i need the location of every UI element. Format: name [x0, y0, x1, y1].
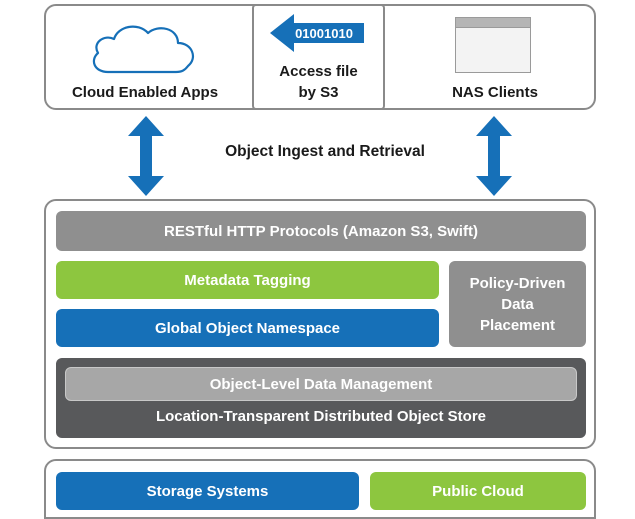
- access-file-line2: by S3: [298, 84, 339, 101]
- left-double-arrow-icon: [128, 116, 164, 196]
- policy-line1: Policy-Driven: [469, 274, 566, 292]
- policy-line2: Data: [501, 295, 534, 313]
- access-file-line1: Access file: [279, 63, 358, 80]
- object-mgmt-bar: Object-Level Data Management: [65, 367, 577, 401]
- policy-placement-box: Policy-Driven Data Placement: [449, 261, 586, 347]
- cloud-apps-label: Cloud Enabled Apps: [71, 84, 219, 101]
- access-file-box: [252, 4, 385, 110]
- object-store-label: Location-Transparent Distributed Object …: [155, 408, 487, 425]
- storage-systems-bar: Storage Systems: [56, 472, 359, 510]
- nas-clients-label: NAS Clients: [452, 84, 538, 101]
- left-arrow-icon: [270, 14, 364, 52]
- restful-protocols-bar: RESTful HTTP Protocols (Amazon S3, Swift…: [56, 211, 586, 251]
- public-cloud-bar: Public Cloud: [370, 472, 586, 510]
- right-double-arrow-icon: [476, 116, 512, 196]
- ingest-label: Object Ingest and Retrieval: [225, 143, 425, 160]
- policy-line3: Placement: [479, 316, 556, 334]
- nas-window-icon: [455, 17, 531, 73]
- cloud-icon: [92, 25, 195, 74]
- access-binary: 01001010: [295, 26, 353, 41]
- metadata-tagging-bar: Metadata Tagging: [56, 261, 439, 299]
- global-namespace-bar: Global Object Namespace: [56, 309, 439, 347]
